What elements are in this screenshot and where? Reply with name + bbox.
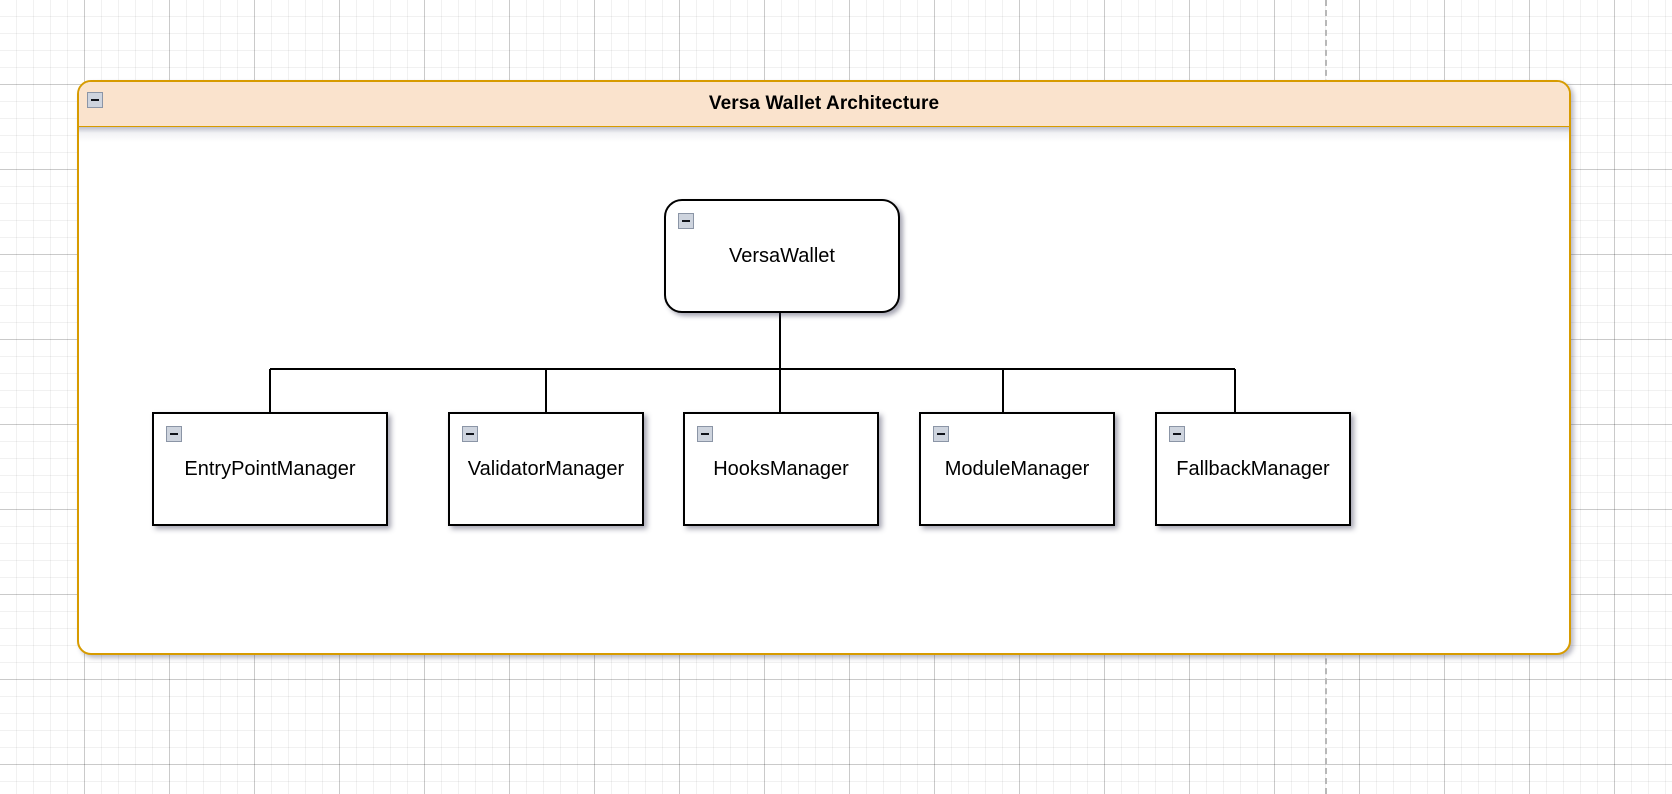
node-entrypointmanager[interactable]: EntryPointManager <box>152 412 388 526</box>
collapse-minus-icon-versawallet[interactable] <box>678 213 694 229</box>
node-label: FallbackManager <box>1176 457 1330 480</box>
node-label: ValidatorManager <box>467 457 625 480</box>
collapse-minus-icon-hooksmanager[interactable] <box>697 426 713 442</box>
node-label: VersaWallet <box>729 244 835 267</box>
node-versawallet[interactable]: VersaWallet <box>664 199 900 313</box>
collapse-minus-icon-entrypointmanager[interactable] <box>166 426 182 442</box>
container-title-bar: Versa Wallet Architecture <box>79 82 1569 127</box>
node-label: HooksManager <box>713 457 849 480</box>
collapse-minus-icon-modulemanager[interactable] <box>933 426 949 442</box>
collapse-minus-icon-validatormanager[interactable] <box>462 426 478 442</box>
container-title-text: Versa Wallet Architecture <box>708 93 940 114</box>
node-modulemanager[interactable]: ModuleManager <box>919 412 1115 526</box>
container-versa-wallet-architecture[interactable]: Versa Wallet Architecture <box>77 80 1571 655</box>
node-label: ModuleManager <box>944 457 1090 480</box>
node-hooksmanager[interactable]: HooksManager <box>683 412 879 526</box>
node-fallbackmanager[interactable]: FallbackManager <box>1155 412 1351 526</box>
node-validatormanager[interactable]: ValidatorManager <box>448 412 644 526</box>
node-label: EntryPointManager <box>184 457 356 480</box>
collapse-minus-icon-fallbackmanager[interactable] <box>1169 426 1185 442</box>
collapse-minus-icon-container[interactable] <box>87 92 103 108</box>
